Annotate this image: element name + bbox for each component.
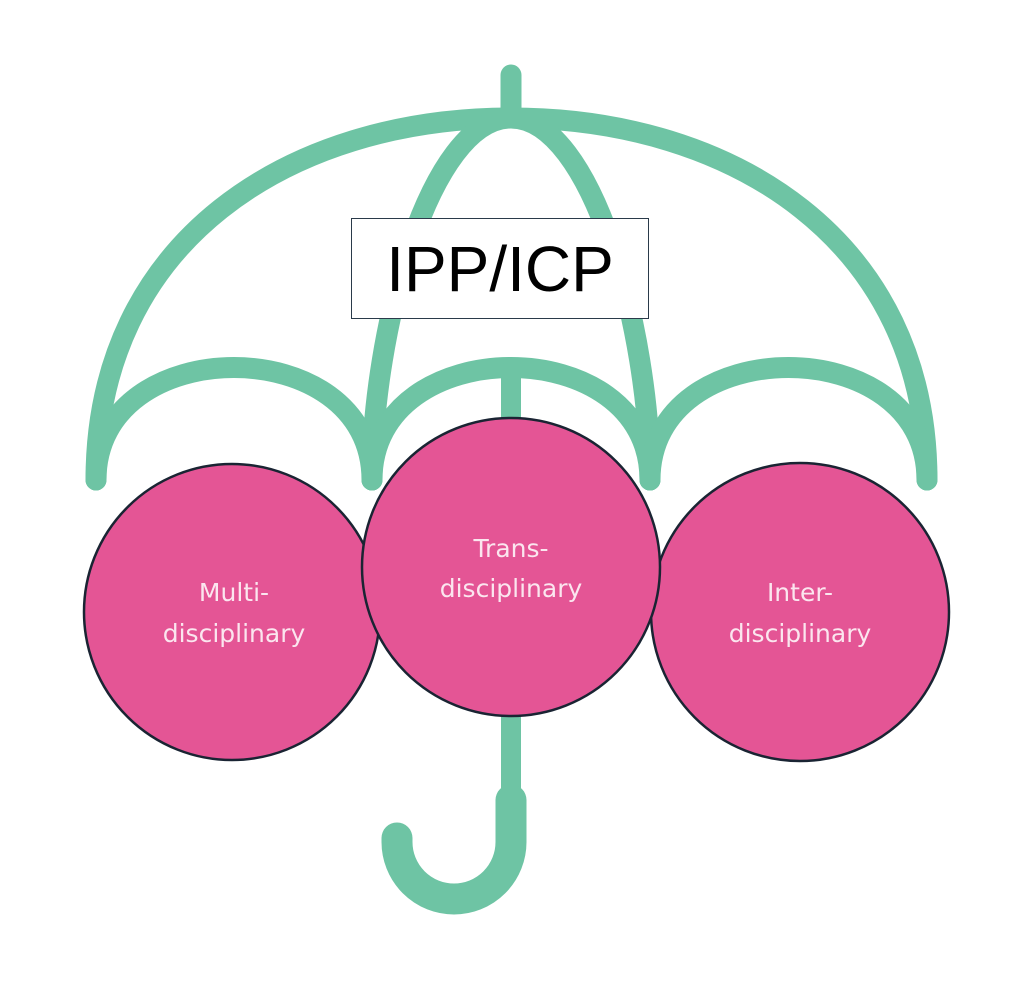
umbrella-scallop-right — [639, 357, 938, 491]
title-label: IPP/ICP — [386, 232, 614, 305]
circle-transdisciplinary-line1: Trans- — [472, 534, 548, 563]
circle-interdisciplinary-shape — [649, 461, 951, 763]
circle-transdisciplinary-line2: disciplinary — [440, 574, 583, 603]
circle-multidisciplinary-line2: disciplinary — [163, 619, 306, 648]
discipline-circles: Multi- disciplinary Inter- disciplinary … — [82, 416, 951, 763]
umbrella-scallop-left — [85, 357, 383, 491]
circle-interdisciplinary: Inter- disciplinary — [649, 461, 951, 763]
circle-multidisciplinary: Multi- disciplinary — [82, 462, 382, 762]
circle-interdisciplinary-line2: disciplinary — [729, 619, 872, 648]
umbrella-inner-ribs — [361, 107, 661, 491]
title-box: IPP/ICP — [351, 218, 649, 319]
circle-transdisciplinary-shape — [360, 416, 662, 718]
circle-interdisciplinary-line1: Inter- — [767, 578, 833, 607]
circle-transdisciplinary: Trans- disciplinary — [360, 416, 662, 718]
circle-multidisciplinary-line1: Multi- — [199, 578, 269, 607]
umbrella-handle — [381, 784, 527, 915]
circle-multidisciplinary-shape — [82, 462, 382, 762]
